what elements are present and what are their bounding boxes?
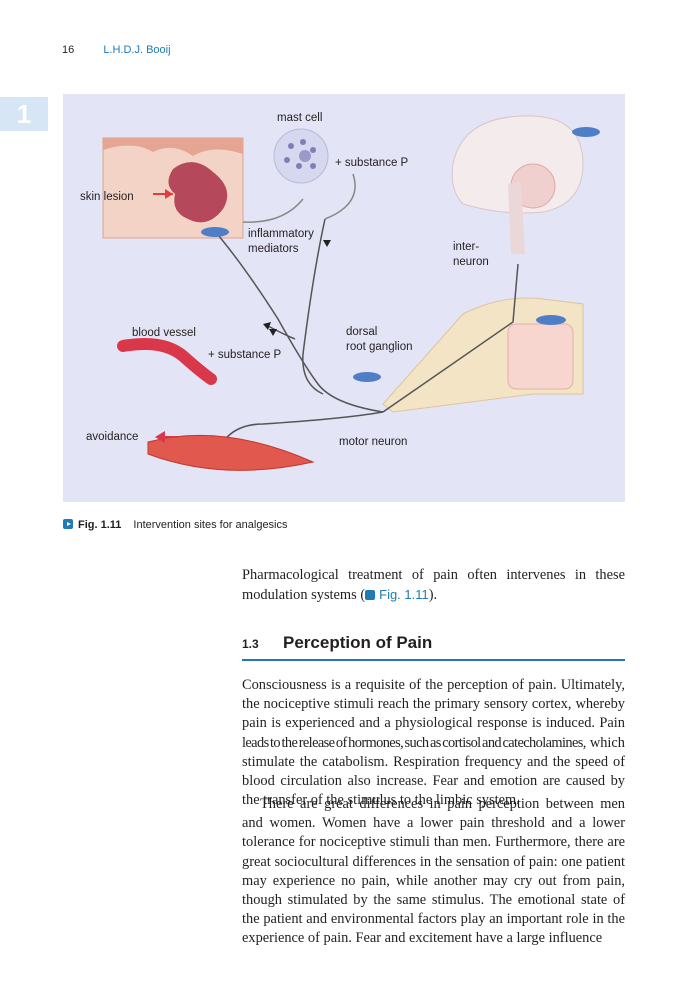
caption-text: Intervention sites for analgesics [133, 519, 287, 531]
body-paragraph: Consciousness is a requisite of the perc… [242, 676, 625, 810]
section-title: Perception of Pain [283, 633, 432, 652]
figure-pain-pathways: mast cell + substance P skin lesion infl… [63, 94, 625, 502]
spinal-cord [383, 298, 583, 412]
label-substance-p-top: + substance P [335, 157, 408, 169]
label-mediators: mediators [248, 243, 299, 255]
paragraph-text: leads to the release of hormones, such a… [242, 735, 586, 751]
figure-marker-icon [63, 519, 73, 529]
skin-illustration [103, 138, 243, 238]
muscle-shape [148, 435, 313, 470]
label-substance-p-bottom: + substance P [208, 349, 281, 361]
caption-number: Fig. 1.11 [78, 519, 121, 531]
label-inter: inter- [453, 241, 479, 253]
page-number: 16 [62, 44, 74, 56]
label-motor-neuron: motor neuron [339, 436, 407, 448]
paragraph-text: Consciousness is a requisite of the perc… [242, 677, 625, 731]
terminal-marker [323, 240, 331, 247]
intro-end: ). [429, 587, 437, 603]
blood-vessel-shape [123, 344, 211, 379]
label-skin-lesion: skin lesion [80, 191, 134, 203]
figure-marker-icon [365, 590, 375, 600]
site-oval-dorsal [353, 372, 381, 382]
label-mast-cell: mast cell [277, 112, 322, 124]
terminal-marker [263, 322, 271, 330]
brain-illustration [452, 116, 600, 254]
label-inflammatory: inflammatory [248, 228, 314, 240]
running-header: 16 L.H.D.J. Booij [62, 44, 171, 56]
figure-caption: Fig. 1.11 Intervention sites for analgesi… [63, 518, 288, 531]
figure-reference-text: Fig. 1.11 [379, 587, 429, 602]
label-root-ganglion: root ganglion [346, 341, 413, 353]
body-paragraph: There are great differences in pain perc… [242, 795, 625, 949]
terminal-marker [269, 329, 277, 336]
intro-paragraph: Pharmacological treatment of pain often … [242, 566, 625, 605]
mast-cell [274, 129, 328, 183]
label-dorsal: dorsal [346, 326, 377, 338]
chapter-tab: 1 [0, 97, 48, 131]
running-author: L.H.D.J. Booij [103, 44, 170, 56]
label-avoidance: avoidance [86, 431, 138, 443]
section-number: 1.3 [242, 637, 283, 651]
site-oval-skin [201, 227, 229, 237]
label-neuron: neuron [453, 256, 489, 268]
label-blood-vessel: blood vessel [132, 327, 196, 339]
figure-reference-link[interactable]: Fig. 1.11 [365, 587, 429, 602]
